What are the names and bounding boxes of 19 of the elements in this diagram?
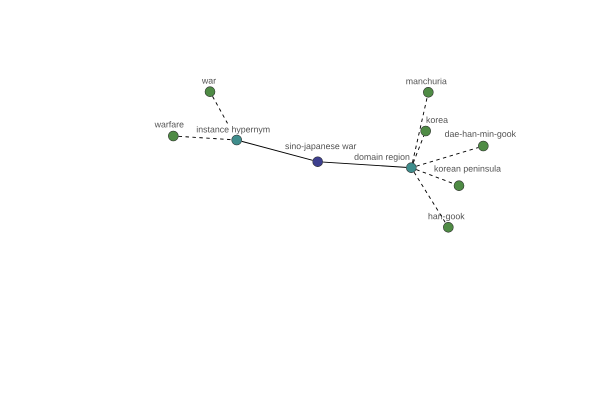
connector-line	[412, 135, 424, 164]
node-label: korea	[426, 116, 448, 123]
node-label: korean peninsula	[434, 165, 501, 174]
connector-line	[414, 172, 446, 224]
connector-line	[412, 97, 428, 163]
node-label: domain region	[354, 154, 410, 162]
connector-line	[416, 169, 455, 184]
node-label: warfare	[154, 121, 184, 128]
node-label: dae-han-min-gook	[444, 130, 516, 139]
connector-line	[416, 147, 479, 167]
connector-line	[322, 162, 406, 168]
connector-line	[241, 140, 314, 161]
node-label: war	[202, 78, 216, 84]
node-label: instance hypernym	[196, 126, 270, 134]
node-label: han-gook	[428, 212, 465, 222]
connector-line	[178, 136, 232, 140]
connector-line	[212, 96, 228, 124]
node-label: sino-japanese war	[285, 142, 356, 151]
node-label: manchuria	[406, 78, 447, 84]
